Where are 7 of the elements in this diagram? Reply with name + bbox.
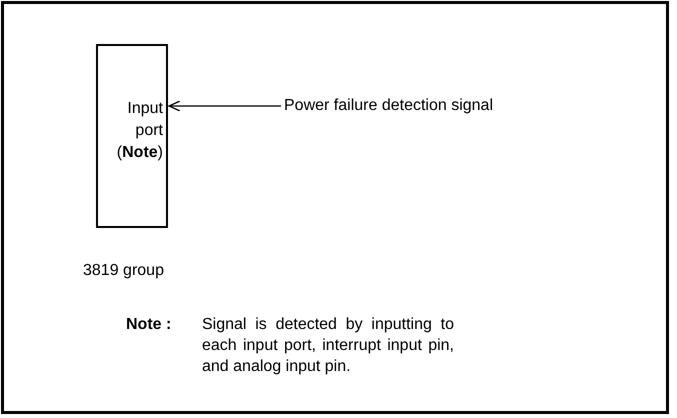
note-heading: Note : xyxy=(126,315,172,335)
port-label: Input port (Note) xyxy=(116,99,163,163)
arrow xyxy=(168,100,281,112)
group-caption: 3819 group xyxy=(83,261,164,281)
signal-label: Power failure detection signal xyxy=(284,94,494,118)
note-text: Signal is detected by inputting to each input port, interrupt input pin, and analog input pin. xyxy=(202,315,454,377)
port-box xyxy=(96,44,168,228)
